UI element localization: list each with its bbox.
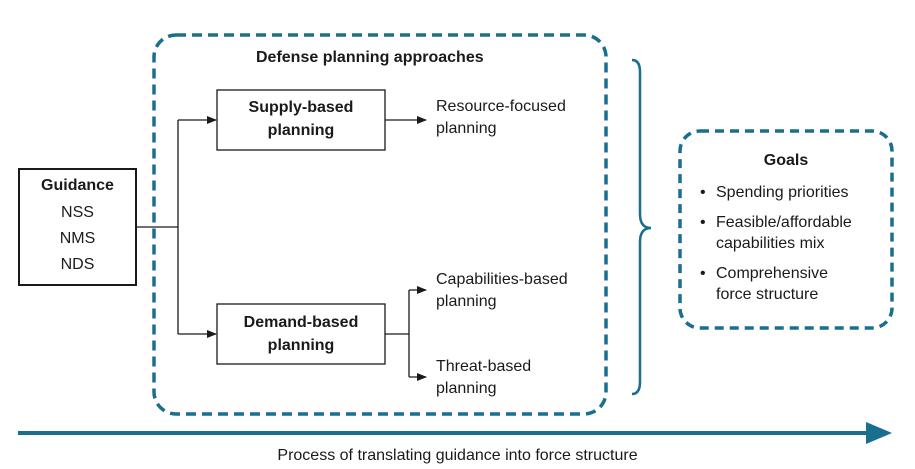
demand-based-line1: Demand-based (243, 314, 359, 331)
supply-based-line2: planning (267, 122, 335, 139)
process-arrowhead (866, 422, 892, 444)
threat-based-line1: Threat-based (436, 358, 532, 375)
guidance-item-nms: NMS (59, 230, 96, 247)
demand-based-line2: planning (267, 337, 335, 354)
threat-based-line2: planning (436, 380, 497, 397)
capabilities-based-line1: Capabilities-based (436, 271, 568, 288)
goals-list-wrapper: Spending priorities Feasible/affordable … (700, 182, 886, 314)
approaches-title: Defense planning approaches (256, 49, 484, 66)
guidance-title: Guidance (41, 177, 114, 194)
goal-item-line2: force structure (716, 286, 819, 303)
supply-based-line1: Supply-based (248, 99, 354, 116)
goal-item: Feasible/affordable capabilities mix (700, 212, 886, 254)
process-label: Process of translating guidance into for… (277, 447, 638, 464)
supply-based-box (216, 89, 386, 151)
resource-focused-line2: planning (436, 120, 497, 137)
goal-item: Comprehensive force structure (700, 263, 886, 305)
goals-list: Spending priorities Feasible/affordable … (700, 182, 886, 305)
capabilities-based-line2: planning (436, 293, 497, 310)
goal-item: Spending priorities (700, 182, 886, 203)
resource-focused-line1: Resource-focused (436, 98, 566, 115)
goal-item-line1: Feasible/affordable (716, 214, 852, 231)
guidance-box (18, 168, 137, 286)
curly-brace (631, 58, 652, 396)
demand-based-box (216, 303, 386, 365)
demand-connectors (385, 286, 427, 381)
approaches-container (152, 33, 608, 416)
guidance-item-nss: NSS (61, 204, 94, 221)
goals-title: Goals (763, 152, 809, 169)
guidance-item-nds: NDS (60, 256, 95, 273)
goal-item-line1: Comprehensive (716, 265, 829, 282)
goal-item-line1: Spending priorities (716, 184, 849, 201)
guidance-connectors (136, 116, 217, 338)
goal-item-line2: capabilities mix (716, 235, 825, 252)
